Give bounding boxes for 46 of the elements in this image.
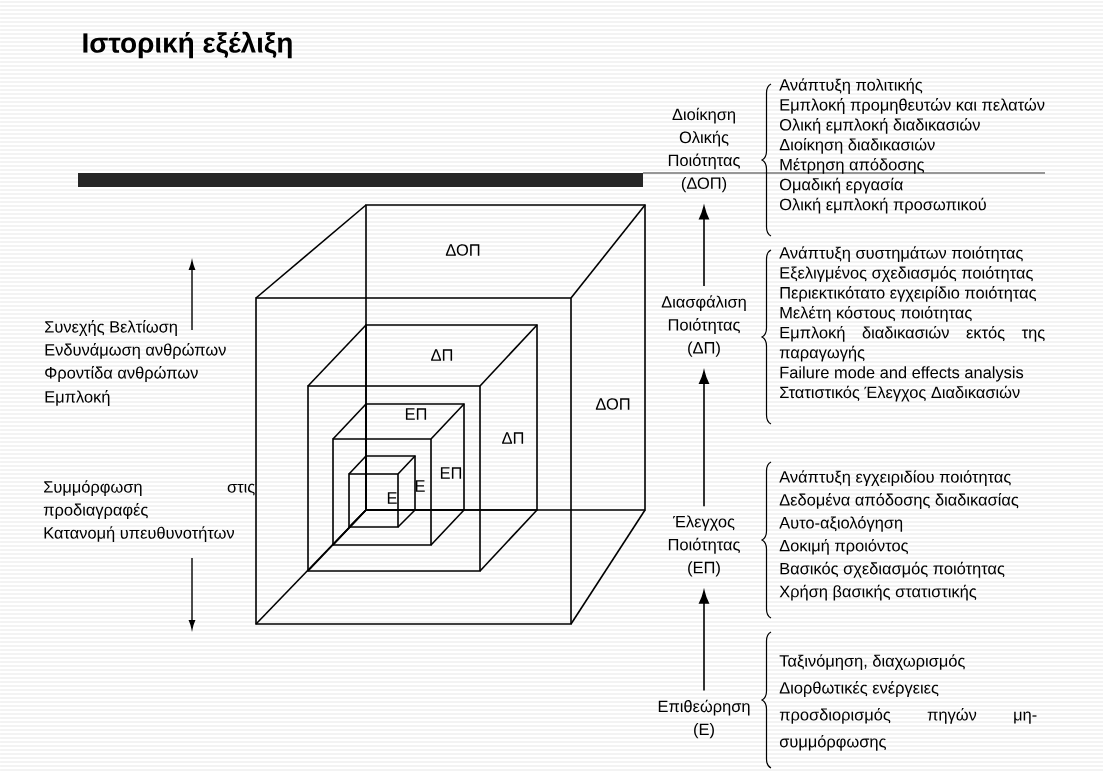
cube-label: ΔΠ (502, 432, 524, 444)
item-list: Ανάπτυξη εγχειριδίου ποιότητας Δεδομένα απόδοσης διαδικασίας Αυτο-αξιολόγηση Δοκιμή προιόντος Βασικός σχεδιασμός ποιότητας Χρήση βασικής στατιστικής (779, 470, 1019, 601)
node-label: Ανάπτυξη συστημάτων ποιότητας (779, 246, 1023, 262)
cube-label: ΔΟΠ (445, 244, 480, 256)
node-label: Βασικός σχεδιασμός ποιότητας (780, 561, 1005, 578)
node-label: Αυτο-αξιολόγηση (779, 516, 903, 532)
node-label: Ολική εμπλοκή διαδικασιών (779, 118, 980, 134)
node-label: Στατιστικός Έλεγχος Διαδικασιών (780, 385, 1020, 402)
stage-label: Διασφάλιση Ποιότητας (ΔΠ) (661, 295, 746, 357)
node-label: Δεδομένα απόδοσης διαδικασίας (779, 493, 1019, 509)
node-label: Εμπλοκή προμηθευτών και πελατών (780, 98, 1045, 114)
node-label: Εξελιγμένος σχεδιασμός ποιότητας (780, 266, 1033, 282)
node-label: Διοίκηση διαδικασιών (779, 137, 935, 154)
side-note: Φροντίδα ανθρώπων (45, 366, 198, 382)
node-label: Failure mode and effects analysis (780, 366, 1024, 382)
item-list: Ανάπτυξη πολιτικής Εμπλοκή προμηθευτών και πελατών Ολική εμπλοκή διαδικασιών Διοίκηση διαδικασιών Μέτρηση απόδοσης Ομαδική εργασία Ολική εμπλοκή προσωπικού (779, 78, 1045, 214)
node-label: Ανάπτυξη πολιτικής (779, 78, 923, 94)
node-label: Δοκιμή προιόντος (779, 538, 909, 555)
cube-label: Ε (387, 492, 397, 504)
cube-label: ΕΠ (405, 408, 427, 420)
side-note: Συμμόρφωση στις προδιαγραφές (43, 480, 255, 519)
stage-label: Επιθεώρηση (Ε) (658, 699, 750, 739)
arrow (699, 206, 709, 287)
side-note: Εμπλοκή (45, 390, 110, 406)
item-list: Ταξινόμηση, διαχωρισμός Διορθωτικές ενέργειες προσδιορισμός πηγών μη-συμμόρφωσης (779, 654, 1037, 751)
node-label: Ανάπτυξη εγχειριδίου ποιότητας (779, 470, 1011, 486)
title: Ιστορική εξέλιξη (83, 31, 292, 59)
node-label: Ολική εμπλοκή προσωπικού (779, 197, 986, 214)
item-list: Ανάπτυξη συστημάτων ποιότητας Εξελιγμένος σχεδιασμός ποιότητας Περιεκτικότατο εγχειρίδιο ποιότητας Μελέτη κόστους ποιότητας Εμπλοκή διαδικασιών εκτός της παραγωγής Failure mode and effects analysis Στατιστικός Έλεγχος Διαδικασιών (779, 246, 1045, 402)
node-label: Χρήση βασικής στατιστικής (779, 584, 977, 601)
side-note: Ενδυνάμωση ανθρώπων (45, 343, 226, 359)
arrow (699, 590, 709, 692)
cube-label: Ε (415, 480, 425, 492)
node-label: Μέτρηση απόδοσης (780, 157, 925, 174)
node-label: Περιεκτικότατο εγχειρίδιο ποιότητας (780, 286, 1037, 302)
side-note: Κατανομή υπευθυνοτήτων (44, 526, 234, 542)
stage-label: Διοίκηση Ολικής Ποιότητας (ΔΟΠ) (668, 107, 740, 193)
cube-label: ΕΠ (440, 467, 462, 479)
cube-label: ΔΟΠ (595, 398, 630, 410)
cube-label: ΔΠ (431, 349, 453, 361)
node-label: Μελέτη κόστους ποιότητας (780, 305, 972, 322)
side-note: Συνεχής Βελτίωση (45, 320, 177, 336)
stage-label: Έλεγχος Ποιότητας (ΕΠ) (668, 515, 740, 577)
node-label: Εμπλοκή διαδικασιών εκτός της παραγωγής (779, 325, 1045, 362)
node-label: Ομαδική εργασία (779, 177, 903, 194)
arrow (699, 370, 709, 508)
